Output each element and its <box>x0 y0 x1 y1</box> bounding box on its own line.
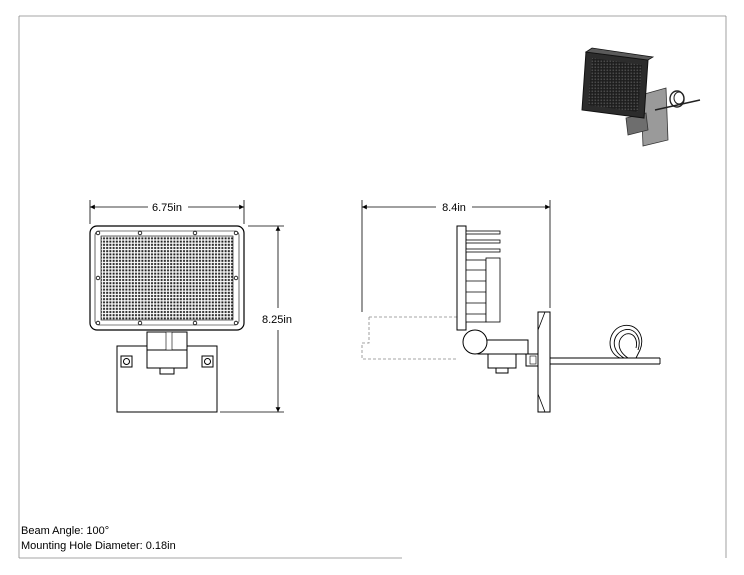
side-swivel-joint <box>462 329 488 355</box>
front-panel-screws <box>95 230 239 326</box>
thumbnail-bracket <box>625 87 701 147</box>
thumbnail-solar-panel <box>581 47 655 119</box>
mounting-hole-note: Mounting Hole Diameter: 0.18in <box>21 540 176 552</box>
side-phantom-outline <box>361 316 459 360</box>
product-thumbnail <box>581 47 701 147</box>
drawing-notes: Beam Angle: 100° Mounting Hole Diameter:… <box>21 524 176 554</box>
front-view <box>89 225 245 413</box>
side-heat-fins <box>465 230 501 323</box>
front-height-dimension <box>220 225 284 413</box>
side-wall-bracket <box>537 311 551 413</box>
side-panel <box>456 225 467 331</box>
front-width-dimension <box>89 200 245 224</box>
sheet-border <box>18 15 727 559</box>
front-mounting-holes <box>120 355 214 368</box>
beam-angle-note: Beam Angle: 100° <box>21 525 110 537</box>
side-depth-label: 8.4in <box>442 202 466 214</box>
side-depth-dimension <box>361 200 551 312</box>
front-width-label: 6.75in <box>152 202 182 214</box>
side-cable-coil <box>550 324 661 365</box>
side-view <box>361 225 661 413</box>
front-panel-cell-grid <box>100 235 234 321</box>
front-height-label: 8.25in <box>262 314 292 326</box>
